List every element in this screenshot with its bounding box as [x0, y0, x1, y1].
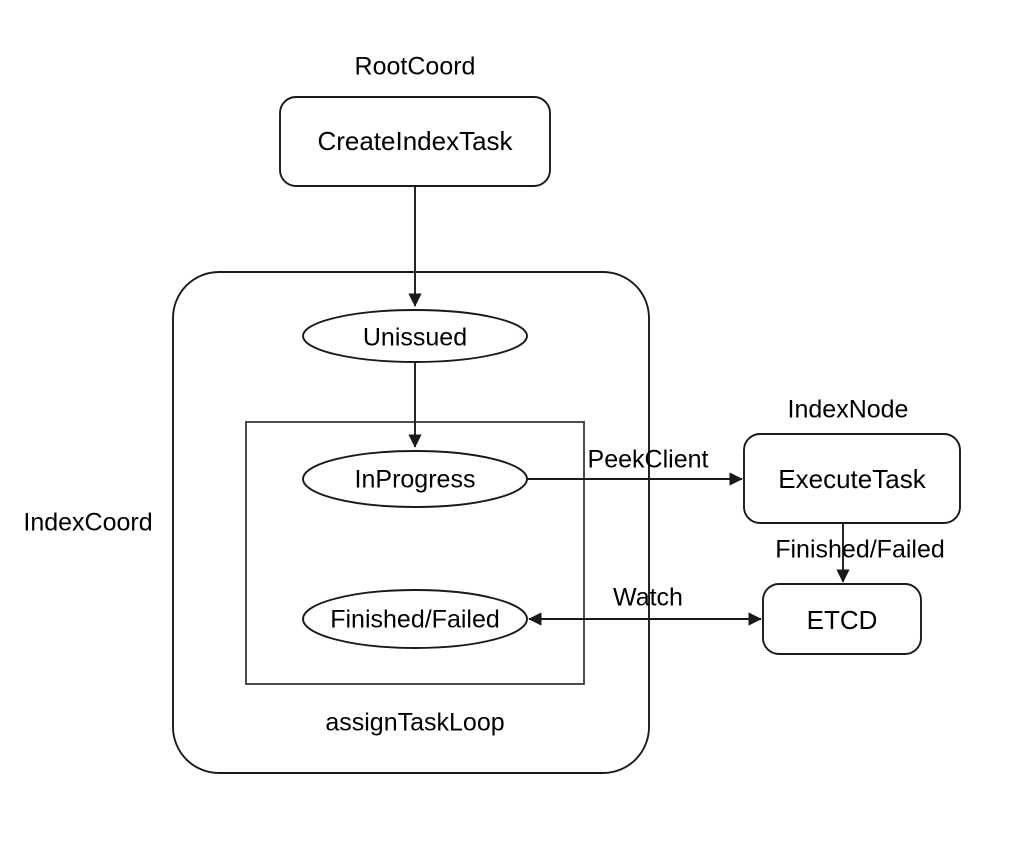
node-finishedfailed-shape[interactable]	[302, 589, 528, 649]
group-label-indexnode: IndexNode	[787, 395, 909, 424]
node-label-etcd[interactable]: ETCD	[806, 605, 878, 635]
node-label-inprogress[interactable]: InProgress	[354, 465, 476, 494]
node-executetask-shape[interactable]	[743, 433, 961, 524]
edge-label-watch: Watch	[613, 583, 683, 612]
node-etcd-shape[interactable]	[762, 583, 922, 655]
group-label-indexcoord: IndexCoord	[23, 508, 153, 537]
group-indexcoord-container	[172, 271, 650, 774]
group-label-rootcoord: RootCoord	[354, 52, 476, 81]
group-label-assigntaskloop: assignTaskLoop	[325, 708, 505, 737]
edge-label-finished-failed: Finished/Failed	[775, 535, 945, 564]
node-label-finishedfailed[interactable]: Finished/Failed	[330, 605, 500, 634]
node-label-createindextask[interactable]: CreateIndexTask	[317, 126, 513, 156]
edge-label-peekclient: PeekClient	[587, 445, 709, 474]
node-label-unissued[interactable]: Unissued	[362, 323, 468, 352]
node-label-executetask[interactable]: ExecuteTask	[778, 464, 926, 494]
